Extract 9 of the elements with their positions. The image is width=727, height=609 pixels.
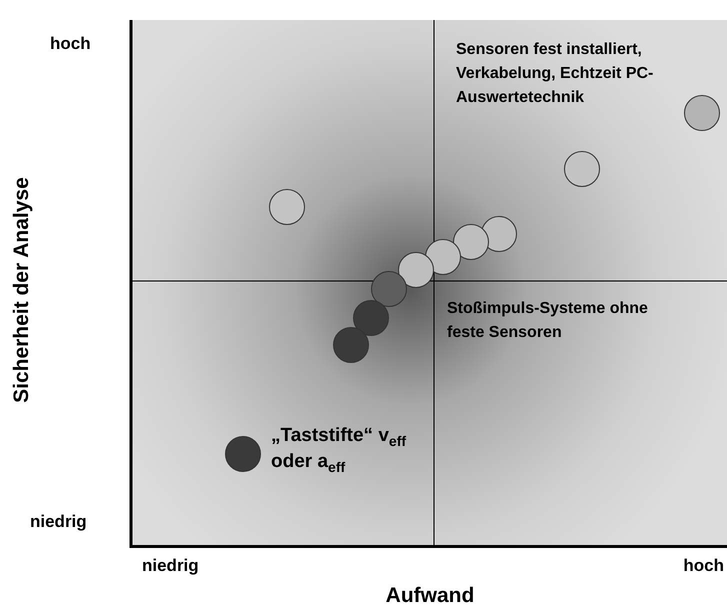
axis-label: hoch	[50, 34, 92, 54]
point-label: „Taststifte“ v$_{eff}$ oder a$_{eff}$	[271, 424, 408, 477]
axis-label: niedrig	[142, 556, 200, 576]
axis-label: niedrig	[30, 512, 88, 532]
axis-title: Sicherheit der Analyse	[10, 176, 34, 405]
axis-label: hoch	[682, 556, 724, 576]
axis-title: Aufwand	[384, 584, 476, 608]
quadrant-note: Sensoren fest installiert, Verkabelung, Echtzeit PC-Auswertetechnik	[456, 40, 654, 108]
quadrant-note: Stoßimpuls-Systeme ohne feste Sensoren	[447, 299, 649, 343]
